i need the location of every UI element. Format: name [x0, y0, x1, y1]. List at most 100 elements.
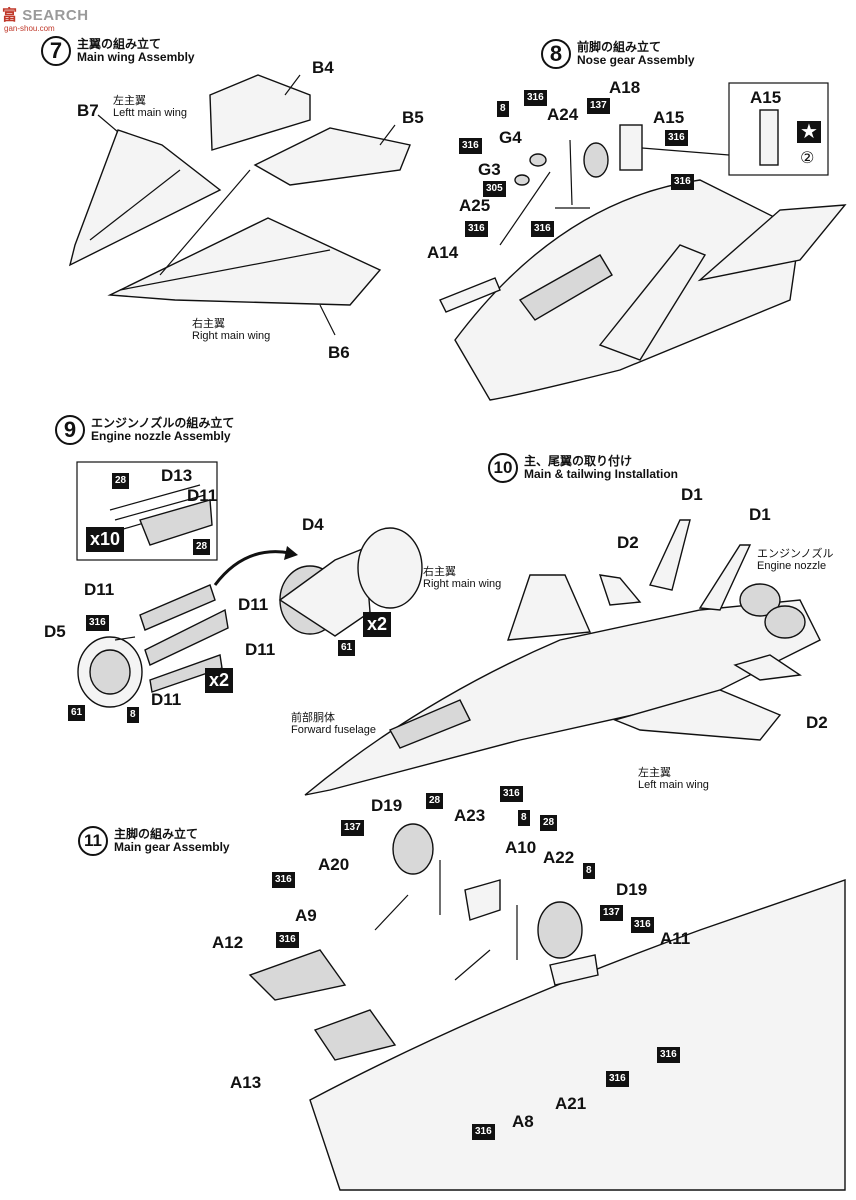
color-code-box: 8 [518, 810, 530, 826]
color-code-box: 316 [272, 872, 295, 888]
color-code-box: 137 [587, 98, 610, 114]
part-label: A25 [459, 196, 491, 215]
part-label: G4 [499, 128, 522, 147]
part-label: D11 [151, 690, 182, 709]
part-label: D2 [617, 533, 639, 552]
part-label: A13 [230, 1073, 262, 1092]
part-label: D11 [187, 486, 218, 505]
part-label: D4 [302, 515, 324, 534]
color-code-box: 316 [465, 221, 488, 237]
part-label: D5 [44, 622, 66, 641]
color-code-box: 28 [193, 539, 211, 555]
part-label: G3 [478, 160, 501, 179]
part-label: D19 [616, 880, 648, 899]
part-label: A12 [212, 933, 244, 952]
color-code-box: 8 [127, 707, 139, 723]
step-title-en: Nose gear Assembly [577, 53, 695, 67]
color-code-box: 137 [600, 905, 623, 921]
part-label: D11 [238, 595, 269, 614]
step11-drawing [248, 823, 846, 1191]
color-code-box: 316 [606, 1071, 629, 1087]
color-code-box: 305 [483, 181, 506, 197]
circled-number: ② [800, 150, 815, 167]
part-label: A23 [454, 806, 486, 825]
part-label: A15 [653, 108, 685, 127]
step10-drawing [304, 519, 821, 796]
color-code-box: 316 [86, 615, 109, 631]
color-code-box: 61 [68, 705, 86, 721]
step-number: 11 [78, 826, 108, 856]
step-title-jp: エンジンノズルの組み立て [91, 416, 235, 430]
step9-drawing [76, 461, 423, 708]
part-label: A22 [543, 848, 575, 867]
color-code-box: 28 [540, 815, 558, 831]
part-label: A20 [318, 855, 350, 874]
color-code-box: 8 [583, 863, 595, 879]
part-label: A11 [660, 929, 691, 948]
color-code-box: 316 [665, 130, 688, 146]
part-label: D2 [806, 713, 828, 732]
part-label: D11 [245, 640, 276, 659]
color-code-box: 137 [341, 820, 364, 836]
part-label: A24 [547, 105, 579, 124]
step-number: 10 [488, 453, 518, 483]
part-label: B4 [312, 58, 334, 77]
step-number: 9 [55, 415, 85, 445]
part-label: A10 [505, 838, 537, 857]
color-code-box: 28 [426, 793, 444, 809]
quantity-badge: x10 [86, 527, 125, 552]
color-code-box: 8 [497, 101, 509, 117]
part-label: D13 [161, 466, 193, 485]
inset-part-label: A15 [750, 88, 782, 107]
color-code-box: 316 [459, 138, 482, 154]
color-code-box: 28 [112, 473, 130, 489]
step-title-en: Engine nozzle Assembly [91, 429, 231, 443]
step-title-jp: 主、尾翼の取り付け [524, 454, 633, 468]
part-label: A18 [609, 78, 641, 97]
watermark: 富 SEARCH [2, 7, 89, 24]
step7-drawing [68, 74, 411, 336]
part-label: A9 [295, 906, 317, 925]
step-title-en: Main & tailwing Installation [524, 467, 679, 481]
step-title-en: Main gear Assembly [114, 840, 230, 854]
star-icon: ★ [797, 121, 821, 143]
part-label: D19 [371, 796, 403, 815]
part-label: D1 [681, 485, 703, 504]
color-code-box: 316 [524, 90, 547, 106]
part-label: A21 [555, 1094, 587, 1113]
quantity-badge: x2 [205, 668, 234, 693]
step-title-jp: 主翼の組み立て [77, 37, 162, 51]
part-label: D11 [84, 580, 115, 599]
color-code-box: 316 [631, 917, 654, 933]
color-code-box: 316 [500, 786, 523, 802]
step-title-jp: 前脚の組み立て [577, 40, 662, 54]
part-label: A8 [512, 1112, 534, 1131]
step8-drawing [439, 82, 847, 401]
part-label: B5 [402, 108, 424, 127]
part-label: A14 [427, 243, 459, 262]
step-number: 8 [541, 39, 571, 69]
color-code-box: 316 [657, 1047, 680, 1063]
color-code-box: 316 [671, 174, 694, 190]
step-number: 7 [41, 36, 71, 66]
part-label: D1 [749, 505, 771, 524]
watermark-url: gan-shou.com [4, 24, 55, 33]
quantity-badge: x2 [363, 612, 392, 637]
color-code-box: 61 [338, 640, 356, 656]
part-label: B7 [77, 101, 99, 120]
step-title-en: Main wing Assembly [77, 50, 195, 64]
step-title-jp: 主脚の組み立て [114, 827, 199, 841]
color-code-box: 316 [276, 932, 299, 948]
